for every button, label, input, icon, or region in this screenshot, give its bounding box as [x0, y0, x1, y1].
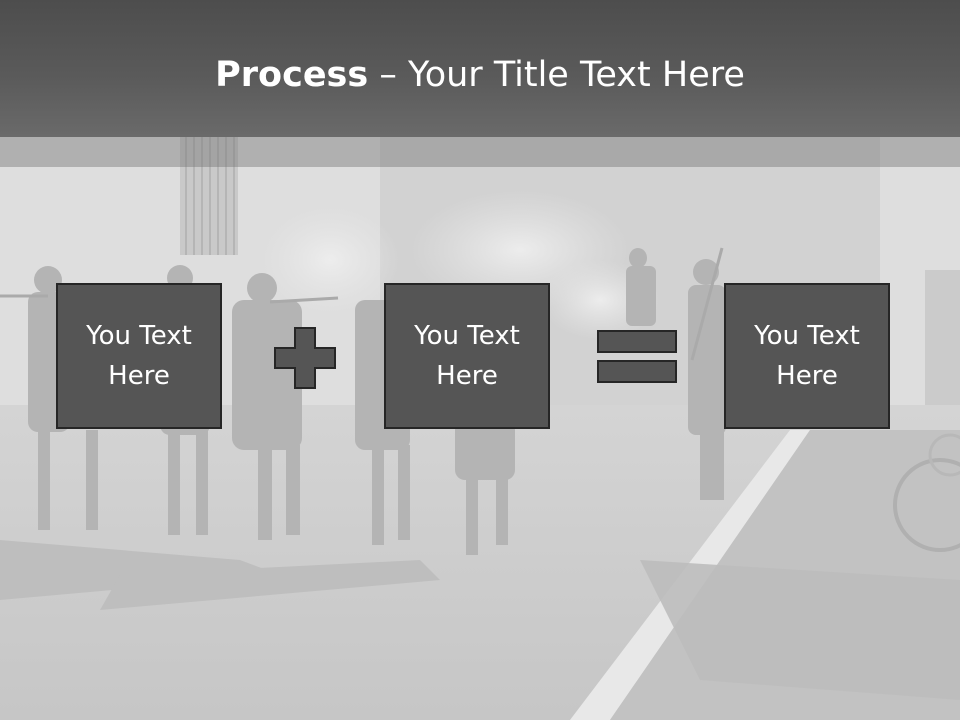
title-dash: –	[368, 55, 408, 95]
plus-icon	[274, 327, 336, 389]
process-box-1-text: You Text Here	[86, 321, 192, 391]
title-bar	[0, 0, 960, 137]
title-text: Your Title Text Here	[407, 55, 745, 95]
title-bold-word: Process	[215, 55, 369, 95]
equals-icon	[597, 330, 677, 383]
process-box-3[interactable]: You Text Here	[724, 283, 890, 429]
process-box-1[interactable]: You Text Here	[56, 283, 222, 429]
process-box-2[interactable]: You Text Here	[384, 283, 550, 429]
process-box-2-text: You Text Here	[414, 321, 520, 391]
process-box-3-text: You Text Here	[754, 321, 860, 391]
title-bar-shadow-strip	[0, 137, 960, 167]
slide-title: Process – Your Title Text Here	[0, 52, 960, 98]
